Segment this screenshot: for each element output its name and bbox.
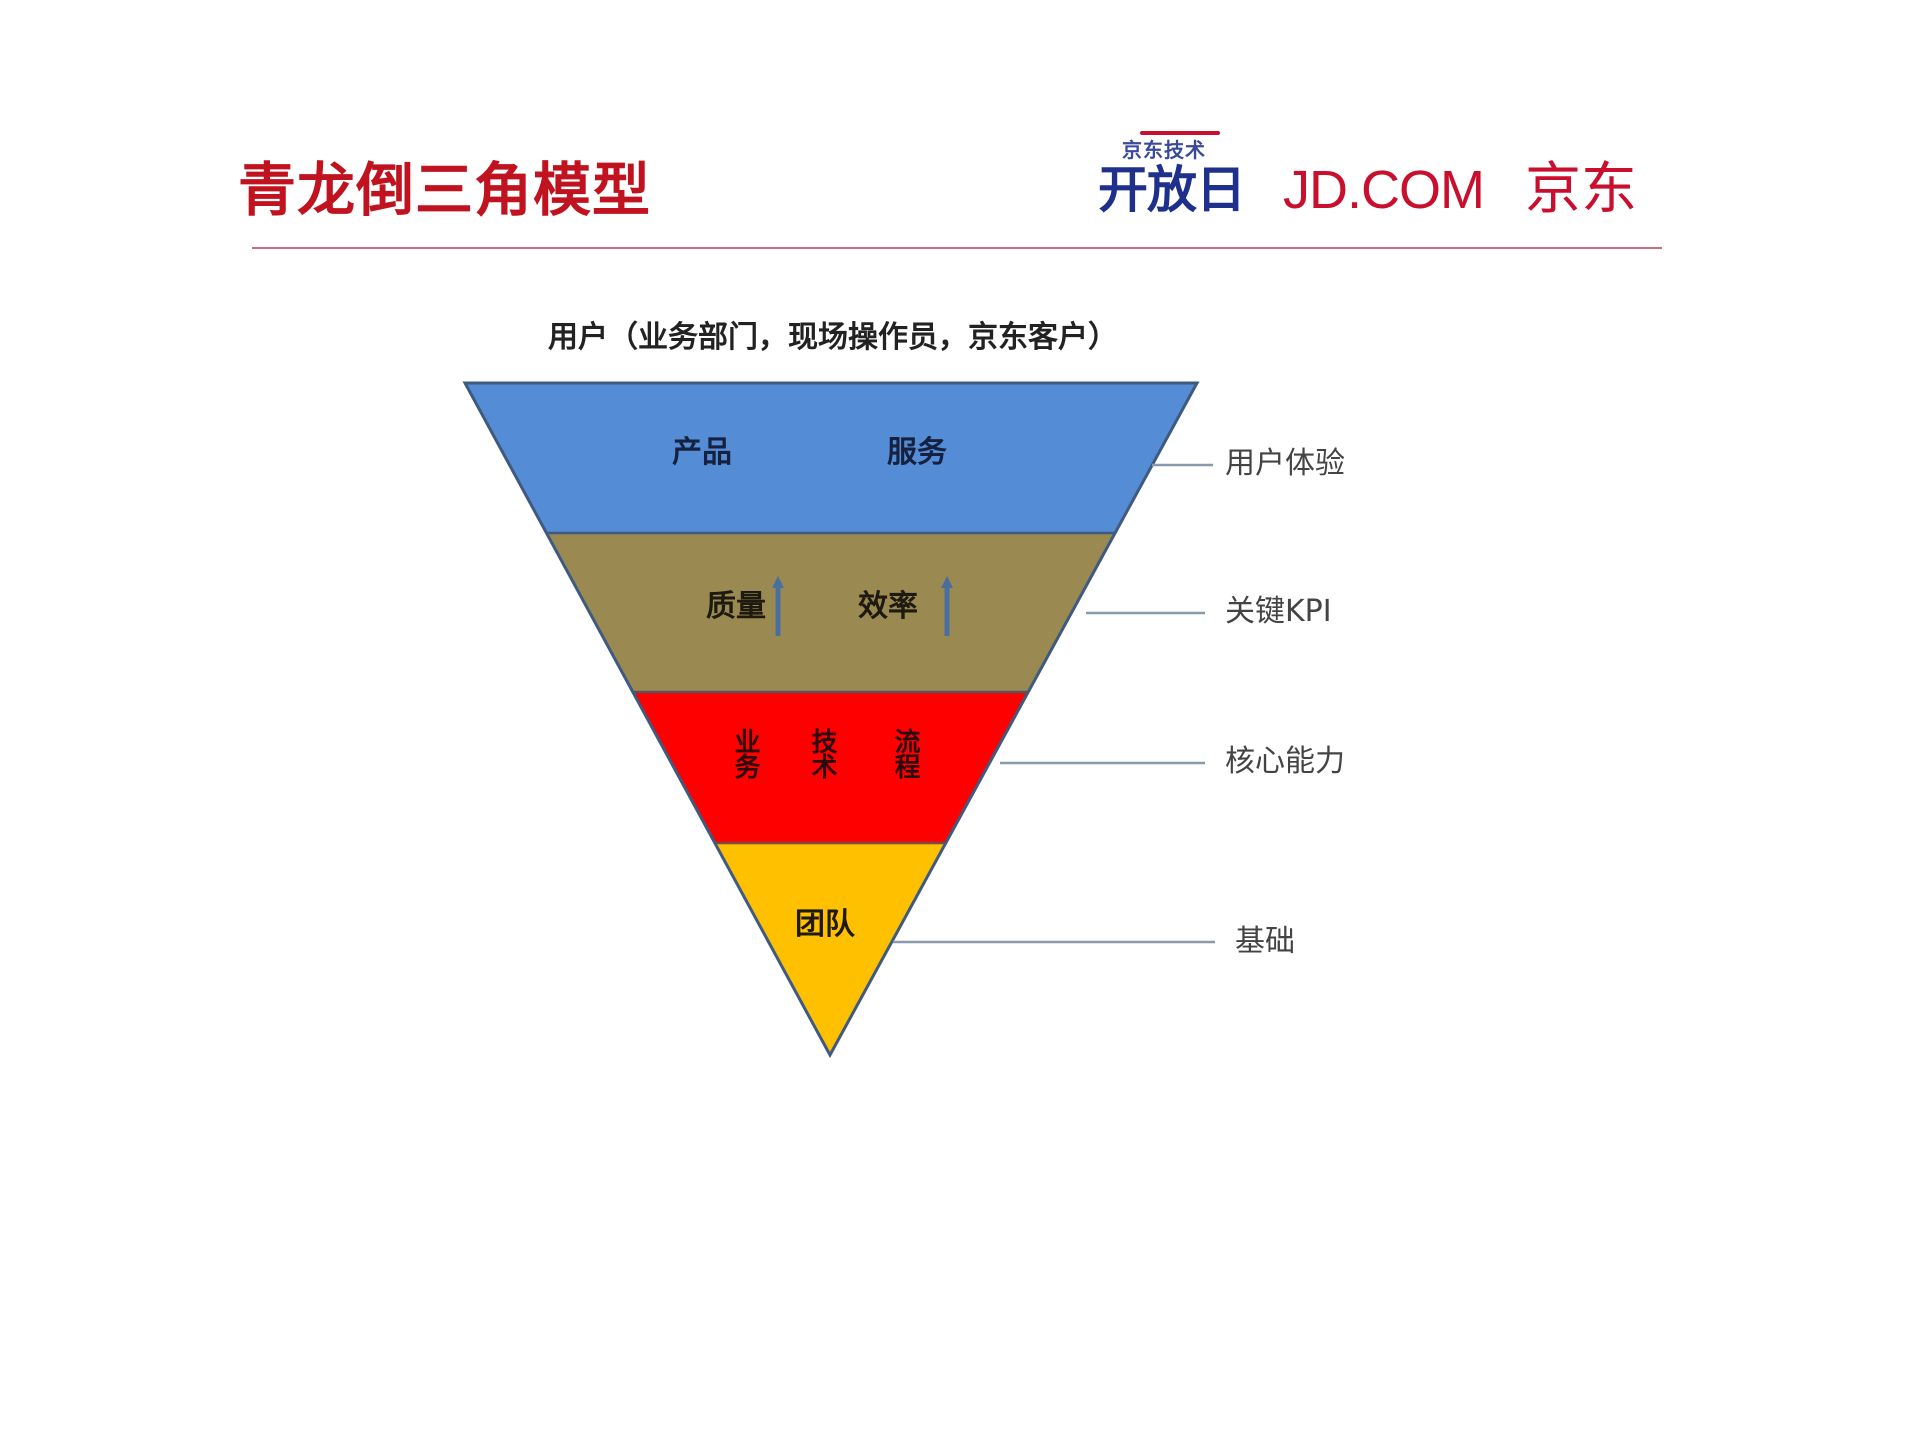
side-label-core-capability: 核心能力 [1225, 744, 1345, 779]
logo-brand-cn: 京东 [1525, 157, 1637, 222]
layer-item-product: 产品 [672, 435, 732, 470]
up-arrow-icon [941, 576, 953, 636]
logo-red-bar [1140, 131, 1220, 135]
logo-small-text: 京东技术 [1122, 138, 1206, 162]
layer-item-service: 服务 [887, 435, 947, 470]
logo-brand-en: JD.COM [1283, 160, 1485, 220]
layer-item-efficiency: 效率 [858, 589, 918, 624]
triangle-outline [462, 381, 1200, 1059]
layer-band-core-capability [633, 692, 1028, 843]
layer-band-product-service [465, 383, 1197, 533]
layer-band-foundation [715, 843, 946, 1055]
layer-item-team: 团队 [795, 907, 855, 942]
header-divider [252, 247, 1662, 249]
up-arrow-icon [772, 576, 784, 636]
side-label-foundation: 基础 [1235, 924, 1295, 959]
layer-item-business: 业务 [730, 728, 760, 778]
page-title: 青龙倒三角模型 [238, 156, 652, 224]
layer-item-process: 流程 [890, 728, 920, 778]
layer-item-technology: 技术 [807, 728, 837, 778]
diagram-top-label: 用户（业务部门，现场操作员，京东客户） [548, 320, 1118, 355]
layer-item-quality: 质量 [706, 589, 766, 624]
side-label-user-experience: 用户体验 [1225, 446, 1345, 481]
layer-band-kpi [546, 533, 1115, 692]
side-label-key-kpi: 关键KPI [1225, 594, 1332, 629]
logo-big-text: 开放日 [1098, 161, 1246, 219]
